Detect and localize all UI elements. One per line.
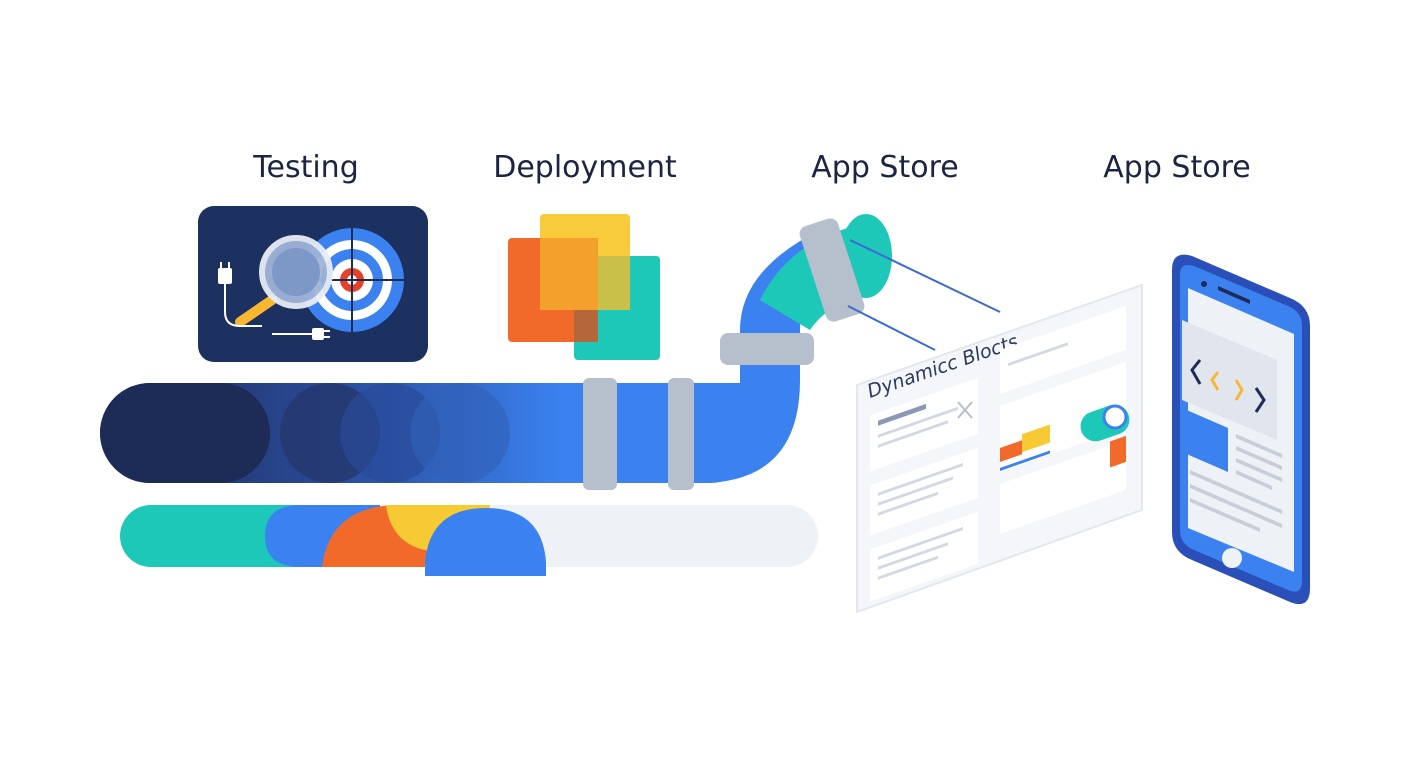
magnifier-icon [235, 235, 333, 327]
stage-label-app-store: App Store [811, 150, 959, 185]
stage-label-testing: Testing [253, 150, 359, 185]
overlapping-squares-icon [508, 214, 660, 360]
phone-mockup [1172, 254, 1310, 605]
target-icon [300, 228, 404, 332]
testing-card [198, 206, 428, 362]
plug-icon [218, 262, 330, 340]
connector-line [849, 239, 1001, 313]
stage-label-app-store-device: App Store [1103, 150, 1251, 185]
code-brackets-icon [1190, 359, 1266, 413]
connector-line [847, 305, 936, 351]
close-icon [957, 401, 973, 419]
secondary-pipe [120, 505, 818, 576]
main-pipe [100, 214, 892, 490]
dynamic-blocks-panel: Dynamicc Blocts [856, 283, 1143, 614]
stage-label-deployment: Deployment [493, 150, 677, 185]
toggle-icon [1080, 404, 1130, 442]
